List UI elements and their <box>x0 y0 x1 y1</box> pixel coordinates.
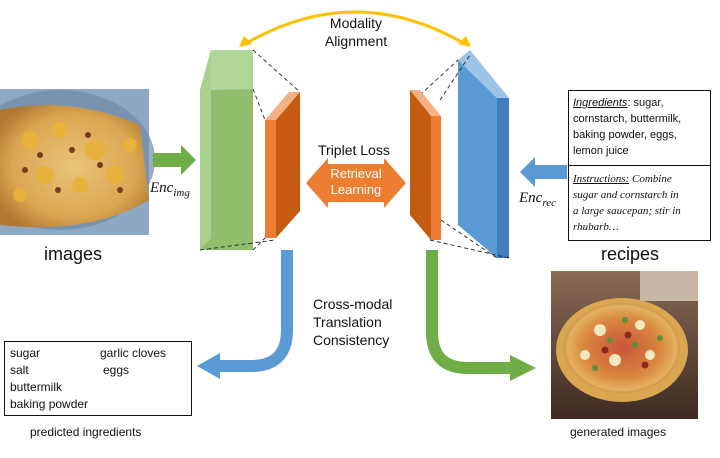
recipe-input-arrow <box>520 157 567 187</box>
instructions-line-2: sugar and cornstarch in <box>573 189 679 201</box>
consistency-line-3: Consistency <box>313 332 390 348</box>
image-encoder-subscript: img <box>173 187 190 199</box>
modality-alignment-label: Modality Alignment <box>318 14 394 50</box>
predicted-ingredient: eggs <box>103 363 130 377</box>
predicted-ingredient: sugar <box>10 346 41 360</box>
ingredients-column-2: garlic cloves eggs <box>100 345 166 379</box>
predicted-ingredients-box: sugar salt buttermilk baking powder garl… <box>4 341 192 416</box>
recipe-embedding-block <box>410 90 441 240</box>
instructions-line-3: a large saucepan; stir in <box>573 205 681 217</box>
input-food-image <box>0 89 155 235</box>
predicted-ingredient: baking powder <box>10 397 89 411</box>
alignment-line-1: Modality <box>329 15 383 31</box>
ingredients-heading: Ingredients <box>573 97 628 109</box>
recipe-encoder-subscript: rec <box>542 197 556 209</box>
recipe-encoder-dashes <box>419 54 510 259</box>
generated-food-image <box>551 271 698 419</box>
consistency-line-2: Translation <box>313 314 382 330</box>
image-encoder-dashes <box>199 49 301 251</box>
recipes-label: recipes <box>601 244 660 264</box>
recipe-encoder-label: Encrec <box>519 190 556 209</box>
triplet-loss-label: Triplet Loss <box>318 142 390 158</box>
translation-to-ingredients-arrow <box>197 250 293 379</box>
predicted-ingredient: salt <box>10 363 29 377</box>
ingredients-column-1: sugar salt buttermilk baking powder <box>10 345 88 413</box>
retrieval-line-1: Retrieval <box>330 166 382 181</box>
recipe-text-box: Ingredients: sugar, cornstarch, buttermi… <box>568 90 711 241</box>
retrieval-line-2: Learning <box>330 182 382 197</box>
images-label: images <box>44 244 103 264</box>
ingredients-line-4: lemon juice <box>573 145 629 157</box>
recipe-divider <box>569 165 710 166</box>
recipe-ingredients-section: Ingredients: sugar, cornstarch, buttermi… <box>573 95 681 159</box>
image-embedding-block <box>265 92 300 238</box>
predicted-ingredient: garlic cloves <box>100 346 167 360</box>
alignment-line-2: Alignment <box>324 33 388 49</box>
recipe-encoder-base: Enc <box>519 190 543 206</box>
image-encoder-label: Encimg <box>150 180 190 199</box>
image-input-arrow <box>153 145 196 175</box>
instructions-heading: Instructions: <box>573 173 630 185</box>
consistency-line-1: Cross-modal <box>313 296 393 312</box>
image-encoder-base: Enc <box>150 180 174 196</box>
instructions-line-1: Combine <box>629 173 672 185</box>
ingredients-line-1: : sugar, <box>627 97 664 109</box>
predicted-ingredient: buttermilk <box>10 380 63 394</box>
translation-to-image-arrow <box>426 250 536 381</box>
retrieval-learning-arrow <box>306 158 406 208</box>
ingredients-line-2: cornstarch, buttermilk, <box>573 113 682 125</box>
retrieval-learning-label: Retrieval Learning <box>328 166 384 198</box>
instructions-line-4: rhubarb… <box>573 221 619 233</box>
generated-images-caption: generated images <box>570 425 667 439</box>
modality-alignment-arrow <box>239 10 471 47</box>
consistency-label: Cross-modal Translation Consistency <box>313 295 392 349</box>
predicted-ingredients-caption: predicted ingredients <box>30 425 142 439</box>
recipe-encoder-block <box>458 50 509 258</box>
image-encoder-block <box>200 50 253 250</box>
recipe-instructions-section: Instructions: Combine sugar and cornstar… <box>573 171 681 235</box>
ingredients-line-3: baking powder, eggs, <box>573 129 677 141</box>
